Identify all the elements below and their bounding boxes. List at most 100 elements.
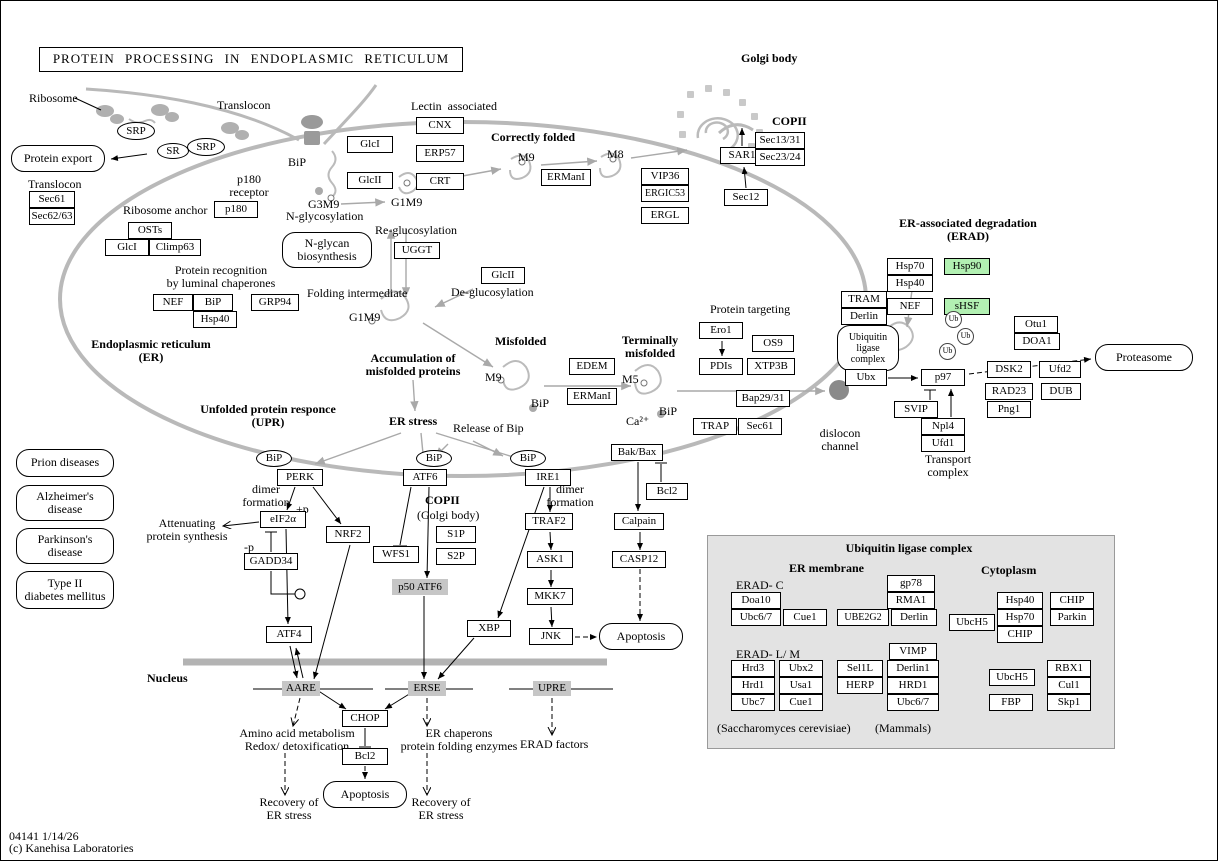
otu1-node[interactable]: Otu1 xyxy=(1014,316,1058,333)
cul1-node[interactable]: Cul1 xyxy=(1047,677,1091,694)
derlin-panel-node[interactable]: Derlin xyxy=(891,609,937,626)
mkk7-node[interactable]: MKK7 xyxy=(527,588,573,605)
cue1-lm-node[interactable]: Cue1 xyxy=(779,694,823,711)
pdis-node[interactable]: PDIs xyxy=(699,358,743,375)
prion-diseases-node[interactable]: Prion diseases xyxy=(16,449,114,477)
calpain-node[interactable]: Calpain xyxy=(614,513,664,530)
hsp40-erad-node[interactable]: Hsp40 xyxy=(887,275,933,292)
hrd1-m-node[interactable]: HRD1 xyxy=(887,677,939,694)
ubc67-c-node[interactable]: Ubc6/7 xyxy=(731,609,781,626)
ergic53-node[interactable]: ERGIC53 xyxy=(641,185,689,202)
sec62-63-node[interactable]: Sec62/63 xyxy=(29,208,75,225)
srp-node[interactable]: SRP xyxy=(117,122,155,140)
vimp-node[interactable]: VIMP xyxy=(889,643,937,660)
sec12-node[interactable]: Sec12 xyxy=(724,189,768,206)
rad23-node[interactable]: RAD23 xyxy=(985,383,1033,400)
bip-chaperone-node[interactable]: BiP xyxy=(193,294,233,311)
chip-cyto-node[interactable]: CHIP xyxy=(1050,592,1094,609)
s2p-node[interactable]: S2P xyxy=(436,548,476,565)
glcii-lectin-node[interactable]: GlcII xyxy=(347,172,393,189)
s1p-node[interactable]: S1P xyxy=(436,526,476,543)
doa1-node[interactable]: DOA1 xyxy=(1014,333,1060,350)
perk-node[interactable]: PERK xyxy=(277,469,323,486)
ubc7-node[interactable]: Ubc7 xyxy=(731,694,775,711)
glci-left-node[interactable]: GlcI xyxy=(105,239,149,256)
parkin-node[interactable]: Parkin xyxy=(1050,609,1094,626)
ermani-mis-node[interactable]: ERManI xyxy=(567,388,617,405)
ubch5-c-node[interactable]: UbcH5 xyxy=(949,614,995,631)
fbp-node[interactable]: FBP xyxy=(989,694,1033,711)
hsp40-cyto-node[interactable]: Hsp40 xyxy=(997,592,1043,609)
ergl-node[interactable]: ERGL xyxy=(641,207,689,224)
hsp70-cyto-node[interactable]: Hsp70 xyxy=(997,609,1043,626)
protein-export-node[interactable]: Protein export xyxy=(11,145,105,172)
hsp70-erad-node[interactable]: Hsp70 xyxy=(887,258,933,275)
jnk-node[interactable]: JNK xyxy=(529,628,573,645)
hsp90-node[interactable]: Hsp90 xyxy=(944,258,990,275)
bip-atf6-node[interactable]: BiP xyxy=(416,450,452,467)
hrd3-node[interactable]: Hrd3 xyxy=(731,660,775,677)
n-glycan-biosynthesis-node[interactable]: N-glycan biosynthesis xyxy=(282,232,372,268)
p180-node[interactable]: p180 xyxy=(214,201,258,218)
ubx-node[interactable]: Ubx xyxy=(845,369,887,386)
cnx-node[interactable]: CNX xyxy=(416,117,464,134)
tram-node[interactable]: TRAM xyxy=(841,291,887,308)
uggt-node[interactable]: UGGT xyxy=(394,242,440,259)
os9-node[interactable]: OS9 xyxy=(752,335,794,352)
hrd1-y-node[interactable]: Hrd1 xyxy=(731,677,775,694)
cue1-c-node[interactable]: Cue1 xyxy=(783,609,827,626)
xbp-node[interactable]: XBP xyxy=(467,620,511,637)
aare-node[interactable]: AARE xyxy=(282,681,320,696)
atf6-node[interactable]: ATF6 xyxy=(403,469,447,486)
doa10-node[interactable]: Doa10 xyxy=(731,592,781,609)
erp57-node[interactable]: ERP57 xyxy=(416,145,464,162)
sel1l-node[interactable]: Sel1L xyxy=(837,660,883,677)
ubch5-lm-node[interactable]: UbcH5 xyxy=(989,669,1035,686)
ubiquitin-ligase-complex-node[interactable]: Ubiquitin ligase complex xyxy=(837,325,899,371)
p50-atf6-node[interactable]: p50 ATF6 xyxy=(392,579,448,595)
srp2-node[interactable]: SRP xyxy=(187,138,225,156)
dsk2-node[interactable]: DSK2 xyxy=(987,361,1031,378)
traf2-node[interactable]: TRAF2 xyxy=(525,513,573,530)
ire1-node[interactable]: IRE1 xyxy=(525,469,571,486)
skp1-node[interactable]: Skp1 xyxy=(1047,694,1091,711)
chop-node[interactable]: CHOP xyxy=(342,710,388,727)
ero1-node[interactable]: Ero1 xyxy=(699,322,743,339)
usa1-node[interactable]: Usa1 xyxy=(779,677,823,694)
npl4-node[interactable]: Npl4 xyxy=(921,418,965,435)
osts-node[interactable]: OSTs xyxy=(128,222,172,239)
derlin-er-node[interactable]: Derlin xyxy=(841,308,887,325)
apoptosis-bottom-node[interactable]: Apoptosis xyxy=(323,781,407,808)
vip36-node[interactable]: VIP36 xyxy=(641,168,689,185)
hsp40-chaperone-node[interactable]: Hsp40 xyxy=(193,311,237,328)
glci-lectin-node[interactable]: GlcI xyxy=(347,136,393,153)
proteasome-node[interactable]: Proteasome xyxy=(1095,344,1193,371)
erse-node[interactable]: ERSE xyxy=(408,681,446,696)
dub-node[interactable]: DUB xyxy=(1041,383,1081,400)
nef-erad-node[interactable]: NEF xyxy=(887,298,933,315)
ermani-top-node[interactable]: ERManI xyxy=(541,169,591,186)
gp78-node[interactable]: gp78 xyxy=(887,575,935,592)
alzheimers-node[interactable]: Alzheimer's disease xyxy=(16,485,114,521)
sec61-right-node[interactable]: Sec61 xyxy=(738,418,782,435)
glcii-degluc-node[interactable]: GlcII xyxy=(481,267,525,284)
xtp3b-node[interactable]: XTP3B xyxy=(747,358,795,375)
edem-node[interactable]: EDEM xyxy=(569,358,615,375)
rbx1-node[interactable]: RBX1 xyxy=(1047,660,1091,677)
wfs1-node[interactable]: WFS1 xyxy=(373,546,419,563)
climp63-node[interactable]: Climp63 xyxy=(149,239,201,256)
ube2g2-node[interactable]: UBE2G2 xyxy=(837,609,889,626)
parkinsons-node[interactable]: Parkinson's disease xyxy=(16,528,114,564)
sec61-node[interactable]: Sec61 xyxy=(29,191,75,208)
bak-bax-node[interactable]: Bak/Bax xyxy=(611,444,663,461)
gadd34-node[interactable]: GADD34 xyxy=(244,553,298,570)
upre-node[interactable]: UPRE xyxy=(533,681,571,696)
bcl2-er-node[interactable]: Bcl2 xyxy=(646,483,688,500)
sr-node[interactable]: SR xyxy=(157,143,189,159)
derlin1-node[interactable]: Derlin1 xyxy=(887,660,939,677)
ubx2-node[interactable]: Ubx2 xyxy=(779,660,823,677)
crt-node[interactable]: CRT xyxy=(416,173,464,190)
bip-ire1-node[interactable]: BiP xyxy=(510,450,546,467)
nef-chaperone-node[interactable]: NEF xyxy=(153,294,193,311)
eif2a-node[interactable]: eIF2α xyxy=(260,511,306,528)
